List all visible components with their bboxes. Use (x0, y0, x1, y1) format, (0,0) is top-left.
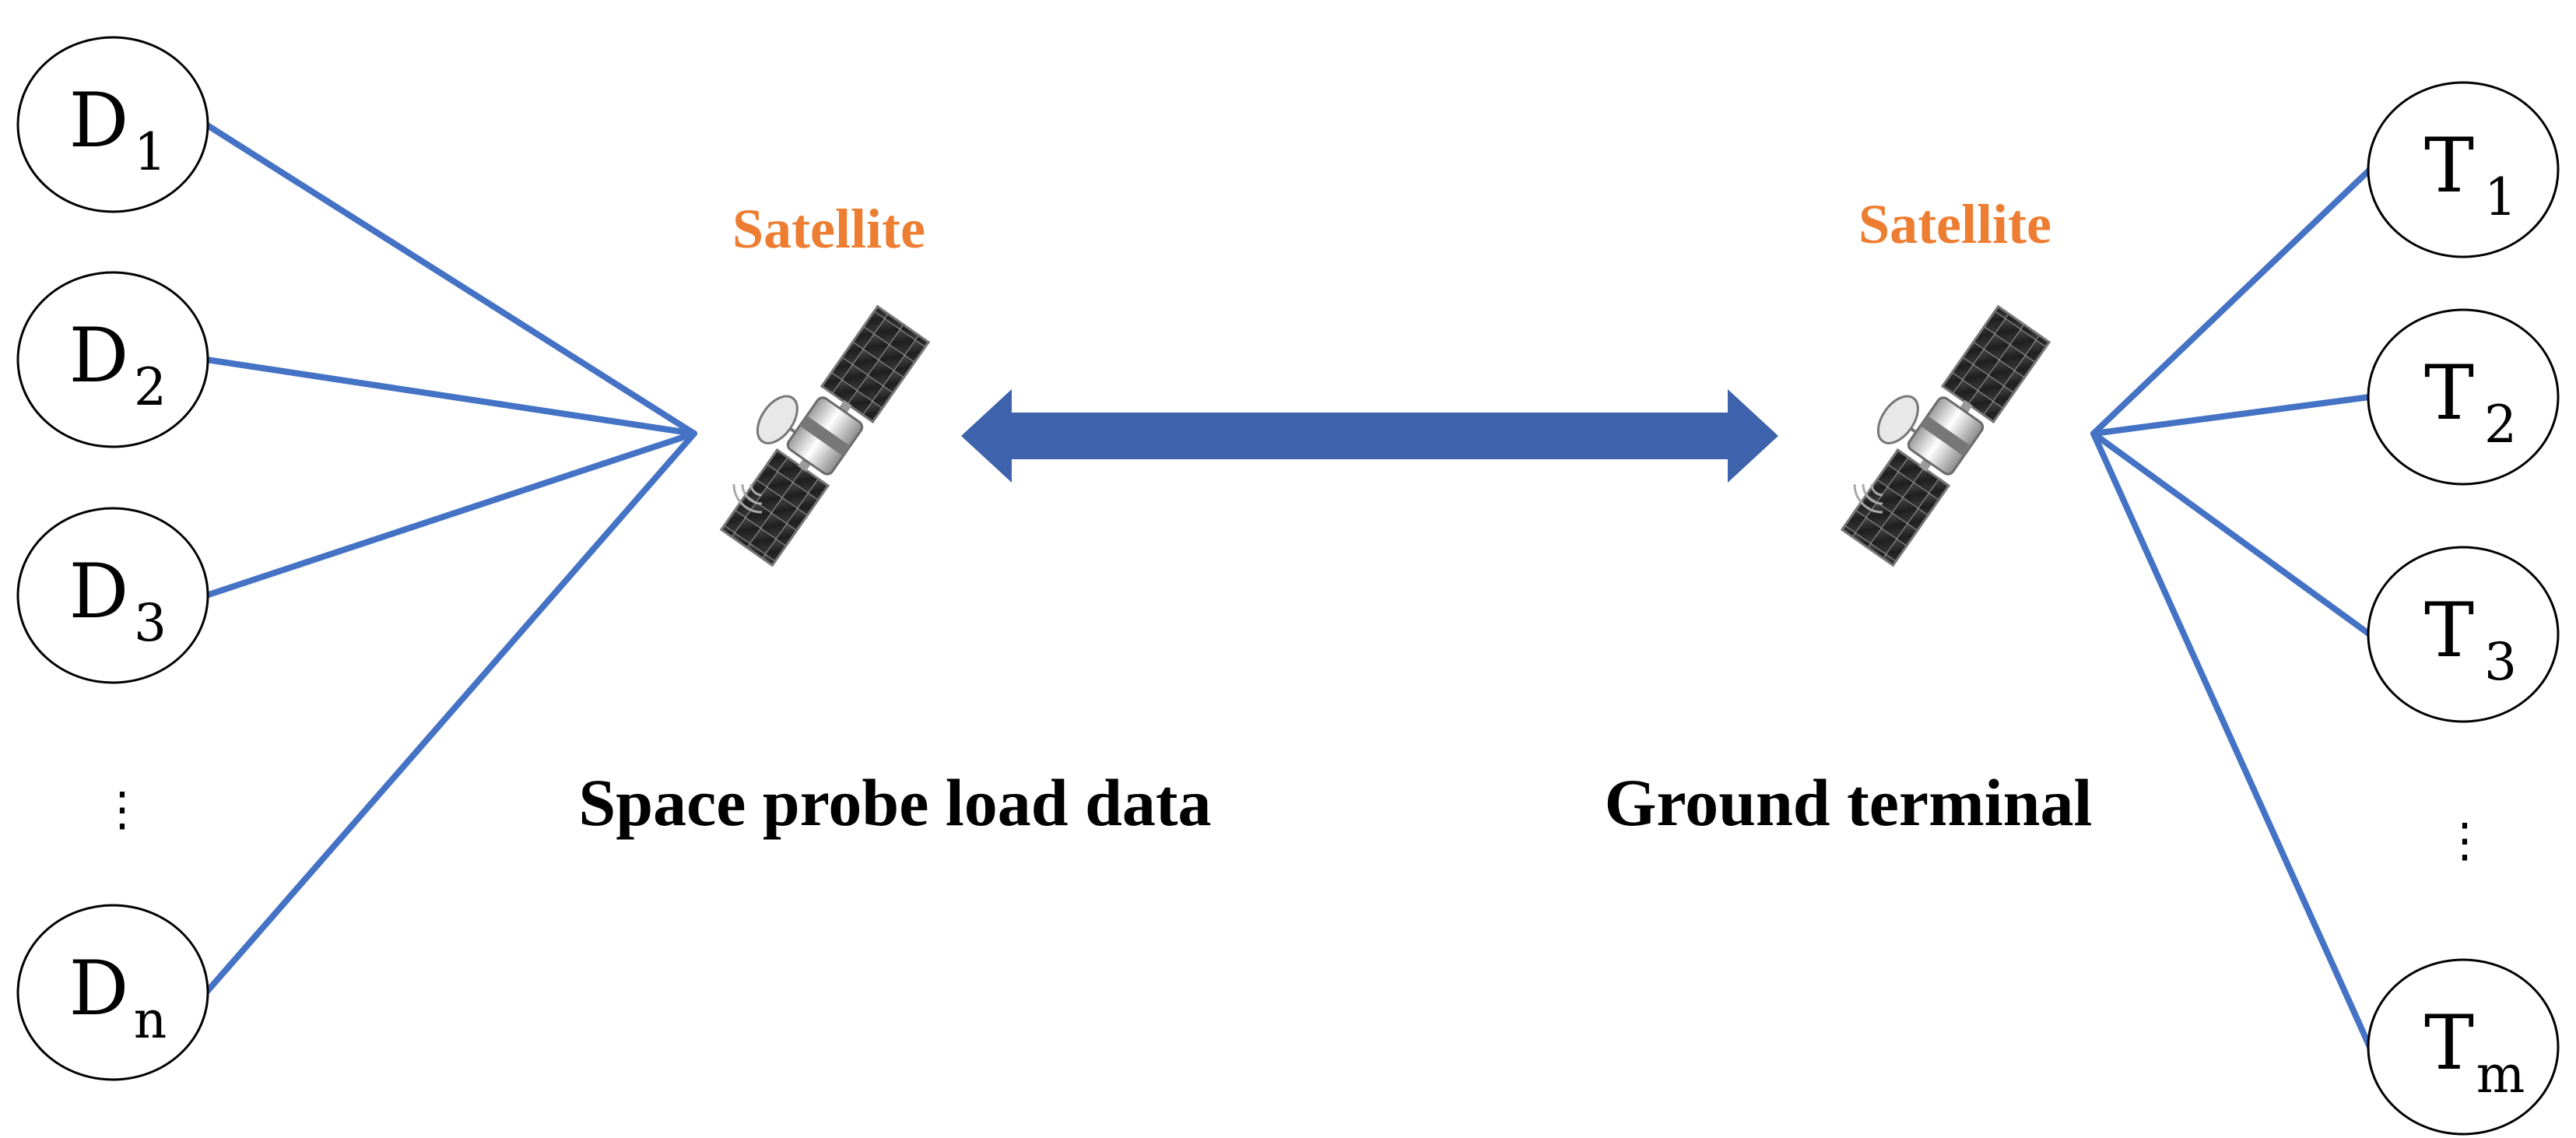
left-edge (203, 121, 697, 437)
left-node-circle (16, 904, 209, 1081)
satellite-icon (719, 304, 931, 567)
double-headed-arrow-icon (961, 389, 1778, 483)
signal-waves-icon (732, 483, 763, 514)
right-edges (2090, 167, 2373, 1050)
right-node-circle (2367, 81, 2560, 258)
solar-panel-icon (1840, 448, 1951, 567)
right-node-circle (2367, 546, 2560, 723)
left-edge (203, 430, 697, 996)
left-node-label: D (69, 945, 129, 1032)
right-caption: Ground terminal (1605, 765, 2093, 840)
satellite-icon (1840, 304, 2051, 567)
right-node-label: T (2424, 122, 2474, 209)
right-node-circle (2367, 308, 2560, 486)
solar-panel-icon (1940, 304, 2051, 424)
left-node-label: D (69, 548, 129, 635)
left-node-subscript: 1 (134, 122, 167, 182)
signal-waves-icon (1853, 483, 1883, 514)
left-node-circle (16, 271, 209, 448)
left-node-circle (16, 507, 209, 684)
right-edge (2090, 167, 2373, 437)
right-edge (2090, 430, 2373, 637)
right-node-subscript: 1 (2484, 167, 2517, 227)
right-node-label: T (2424, 999, 2474, 1087)
right-node-label: T (2424, 349, 2474, 437)
left-node-subscript: 3 (134, 593, 167, 653)
right-edge (2090, 430, 2373, 1050)
right-edge (2090, 394, 2373, 437)
right-node-circle (2367, 958, 2560, 1136)
left-node-label: D (69, 77, 129, 164)
left-edge (203, 357, 697, 437)
left-node-circle (16, 36, 209, 213)
right-satellite-label: Satellite (1858, 193, 2051, 255)
left-node-label: D (69, 312, 129, 399)
right-node-subscript: m (2476, 1045, 2525, 1105)
left-satellite-label: Satellite (732, 198, 925, 260)
right-node-subscript: 3 (2484, 632, 2517, 692)
right-node-label: T (2424, 587, 2474, 674)
right-node-subscript: 2 (2484, 395, 2517, 455)
left-caption: Space probe load data (578, 765, 1211, 840)
left-edge (203, 430, 697, 599)
left-node-subscript: n (134, 990, 167, 1050)
left-ellipsis: ⋮ (99, 782, 146, 837)
right-ellipsis: ⋮ (2441, 813, 2488, 868)
left-edges (203, 121, 697, 996)
left-node-subscript: 2 (134, 357, 167, 417)
solar-panel-icon (719, 448, 830, 567)
solar-panel-icon (819, 304, 931, 424)
